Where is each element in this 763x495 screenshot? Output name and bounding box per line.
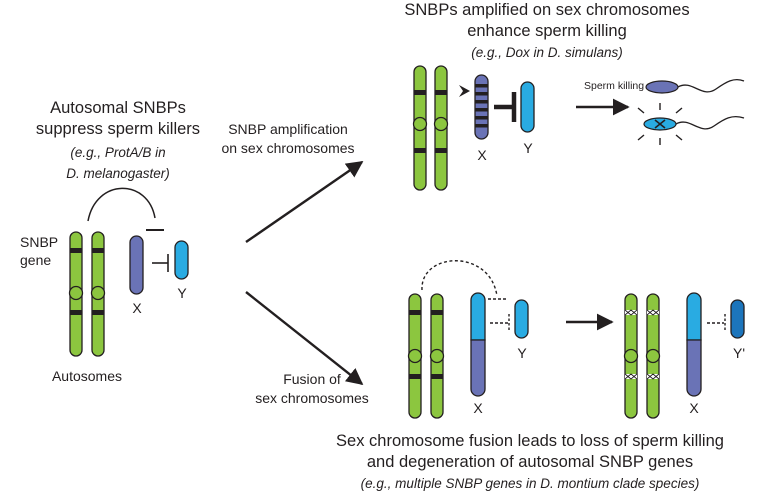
y-prime-label: Y': [733, 345, 745, 361]
x-label: X: [473, 400, 483, 416]
bottom-right-panel: Y X: [336, 260, 745, 491]
autosome-chromosome: [433, 65, 449, 191]
y-label: Y: [177, 285, 187, 301]
snbp-gene-label-line2: gene: [20, 252, 51, 268]
lower-arrow-label-line2: sex chromosomes: [255, 390, 369, 406]
bottom-right-title-line1: Sex chromosome fusion leads to loss of s…: [336, 432, 724, 450]
fused-sex-chromosome: [470, 292, 486, 397]
fusion-arrow: [245, 291, 364, 386]
degenerated-autosome-pair: [623, 293, 661, 419]
left-example-line2: D. melanogaster): [66, 166, 170, 181]
top-right-panel: SNBPs amplified on sex chromosomes enhan…: [404, 1, 745, 191]
y-chromosome: [174, 240, 189, 280]
x-chromosome-amplified: [474, 74, 489, 140]
lower-arrow-label-line1: Fusion of: [283, 371, 341, 387]
autosome-chromosome: [645, 293, 661, 419]
arrowhead-icon: [459, 85, 470, 97]
autosome-pair: [412, 65, 449, 191]
sperm-killing-label: Sperm killing: [584, 80, 644, 92]
autosome-chromosome: [407, 293, 423, 419]
x-label: X: [477, 147, 487, 163]
top-right-title-line2: enhance sperm killing: [467, 22, 627, 40]
burst-lines: [637, 103, 683, 145]
y-label: Y: [517, 345, 527, 361]
upper-arrow-label-line2: on sex chromosomes: [221, 140, 354, 156]
y-chromosome: [514, 299, 529, 339]
dead-sperm-icon: [637, 103, 745, 145]
left-title-line1: Autosomal SNBPs: [50, 99, 186, 117]
left-panel: Autosomal SNBPs suppress sperm killers (…: [20, 99, 200, 384]
autosome-chromosome: [68, 231, 84, 357]
left-title-line2: suppress sperm killers: [36, 120, 200, 138]
snbp-gene-label-line1: SNBP: [20, 234, 58, 250]
amplification-arrow: [245, 161, 364, 243]
weak-suppression-arc: [421, 260, 498, 297]
top-right-title-line1: SNBPs amplified on sex chromosomes: [404, 1, 689, 19]
middle-arrows: SNBP amplification on sex chromosomes Fu…: [221, 121, 368, 406]
x-label: X: [689, 400, 699, 416]
fused-sex-chromosome: [686, 292, 702, 397]
y-chromosome: [520, 81, 535, 133]
autosomes-label: Autosomes: [52, 368, 122, 384]
suppression-arc: [87, 187, 156, 222]
autosome-chromosome: [429, 293, 445, 419]
y-label: Y: [523, 140, 533, 156]
bottom-right-example: (e.g., multiple SNBP genes in D. montium…: [361, 476, 700, 491]
left-example-line1: (e.g., ProtA/B in: [70, 145, 165, 160]
x-chromosome: [129, 235, 144, 295]
autosome-chromosome: [412, 65, 428, 191]
autosome-pair: [68, 231, 106, 357]
autosome-chromosome: [90, 231, 106, 357]
top-right-example: (e.g., Dox in D. simulans): [471, 45, 623, 60]
upper-arrow-label-line1: SNBP amplification: [228, 121, 348, 137]
x-label: X: [132, 300, 142, 316]
sperm-icon: [645, 78, 745, 94]
bottom-right-title-line2: and degeneration of autosomal SNBP genes: [367, 453, 693, 471]
autosome-pair: [407, 293, 445, 419]
autosome-chromosome: [623, 293, 639, 419]
degenerated-y-chromosome: [730, 299, 745, 339]
